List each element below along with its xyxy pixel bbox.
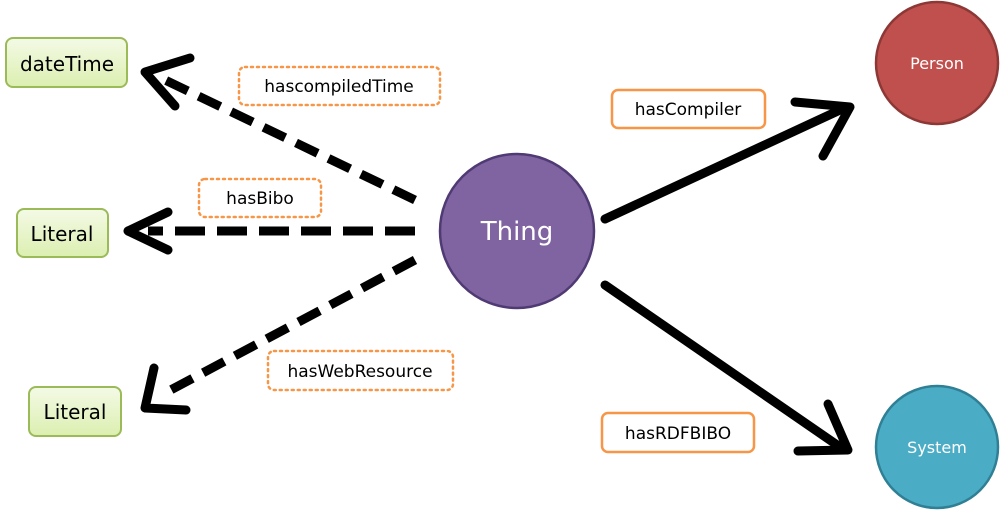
edge-has-bibo [123, 207, 415, 255]
node-system-circle [874, 384, 1000, 510]
edge-has-compiler [600, 97, 855, 224]
node-literal-1[interactable]: Literal [16, 208, 109, 258]
label-has-rdfbibo: hasRDFBIBO [600, 411, 756, 454]
label-has-web-resource-text: hasWebResource [287, 362, 432, 382]
node-literal-2-label: Literal [44, 400, 107, 424]
label-has-compiler-text: hasCompiler [635, 100, 742, 120]
node-datetime-box [5, 37, 128, 88]
node-person-label: Person [910, 54, 964, 73]
label-has-bibo-text: hasBibo [226, 189, 294, 209]
label-has-rdfbibo-text: hasRDFBIBO [625, 424, 731, 444]
label-has-compiled-time: hascompiledTime [237, 65, 442, 107]
label-has-bibo: hasBibo [197, 177, 323, 219]
node-system-label: System [907, 438, 967, 457]
node-literal-2-box [28, 386, 122, 437]
node-thing-label: Thing [480, 217, 554, 247]
node-system[interactable]: System [874, 384, 1000, 510]
node-thing-circle [438, 152, 596, 310]
edge-has-web-resource [140, 256, 418, 415]
node-literal-2[interactable]: Literal [28, 386, 122, 437]
node-person-circle [874, 0, 1000, 126]
label-has-compiled-time-text: hascompiledTime [264, 77, 413, 97]
edge-has-compiled-time [140, 53, 417, 205]
edge-has-rdfbibo [600, 280, 853, 456]
node-literal-1-box [16, 208, 109, 258]
node-person[interactable]: Person [874, 0, 1000, 126]
node-datetime-label: dateTime [20, 52, 114, 76]
node-literal-1-label: Literal [31, 222, 94, 246]
node-thing[interactable]: Thing [438, 152, 596, 310]
label-has-compiler: hasCompiler [610, 88, 767, 130]
node-datetime[interactable]: dateTime [5, 37, 128, 88]
label-has-web-resource: hasWebResource [266, 349, 455, 392]
